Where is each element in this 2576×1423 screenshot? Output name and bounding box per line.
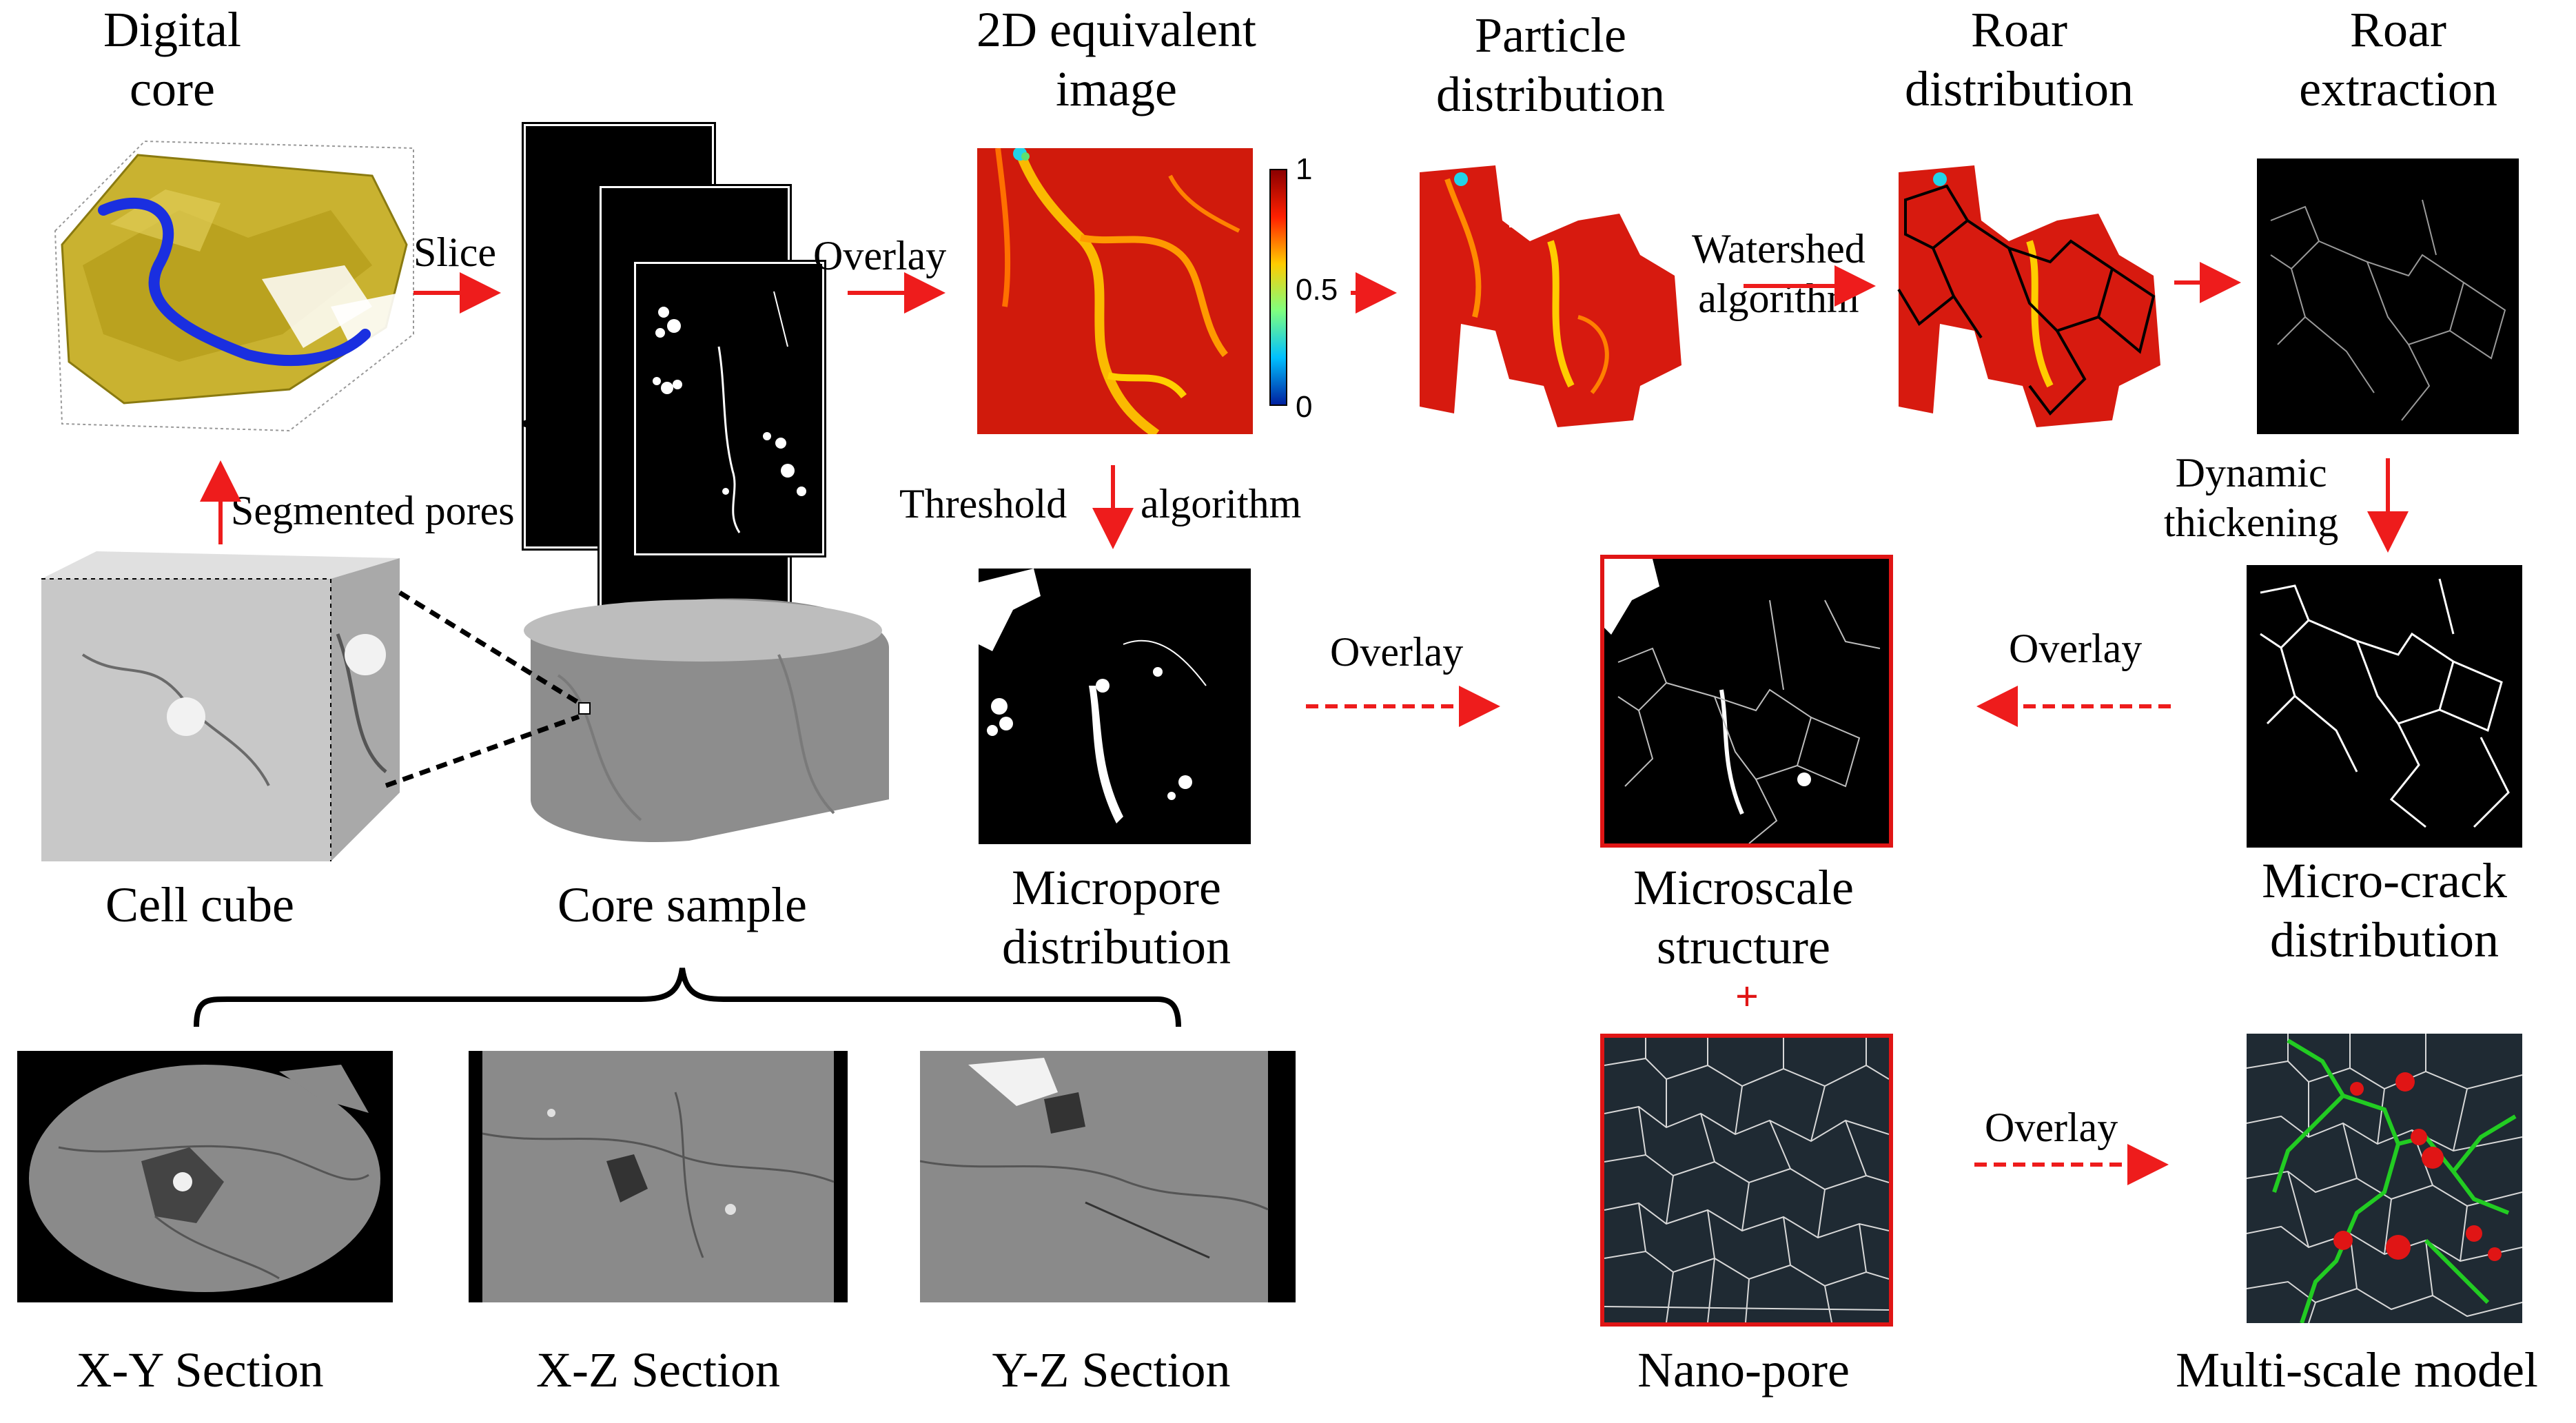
dynamic-thickening-label: Dynamic thickening (2164, 450, 2339, 545)
roar-extraction-image (2257, 158, 2519, 434)
yz-section-image (920, 1051, 1296, 1302)
cell-cube-render (41, 551, 400, 868)
nano-pore-image (1600, 1034, 1893, 1327)
overlay-arrow-label-4: Overlay (1985, 1105, 2118, 1150)
microcrack-distribution-image (2247, 565, 2522, 848)
colorbar (1269, 169, 1287, 406)
algorithm-arrow-label: algorithm (1141, 481, 1302, 526)
multiscale-model-label: Multi-scale model (2176, 1342, 2538, 1398)
core-sample-label: Core sample (558, 877, 807, 932)
equivalent-image-heatmap (977, 148, 1253, 434)
equivalent-image-label: 2D equivalent image (977, 2, 1256, 117)
microcrack-distribution-label: Micro-crack distribution (2262, 853, 2507, 968)
xz-section-image (469, 1051, 848, 1302)
colorbar-tick-max: 1 (1296, 152, 1313, 186)
slice-stack-front (634, 262, 824, 555)
watershed-arrow-label: Watershed algorithm (1692, 226, 1865, 321)
yz-section-label: Y-Z Section (992, 1342, 1231, 1398)
roar-distribution-image (1892, 158, 2167, 434)
nano-pore-label: Nano-pore (1637, 1342, 1850, 1398)
roar-distribution-label: Roar distribution (1904, 2, 2134, 117)
plus-sign: + (1735, 974, 1759, 1019)
colorbar-tick-mid: 0.5 (1296, 273, 1338, 307)
particle-distribution-label: Particle distribution (1435, 8, 1665, 123)
microscale-structure-label: Microscale structure (1633, 860, 1854, 975)
micropore-distribution-label: Micropore distribution (1001, 860, 1231, 975)
xy-section-label: X-Y Section (76, 1342, 324, 1398)
roar-extraction-label: Roar extraction (2299, 2, 2497, 117)
cell-cube-label: Cell cube (105, 877, 294, 932)
segmented-pores-label: Segmented pores (231, 488, 515, 533)
multiscale-model-image (2247, 1034, 2522, 1323)
micropore-distribution-image (979, 569, 1251, 844)
overlay-arrow-label-1: Overlay (813, 233, 947, 278)
xy-section-image (17, 1051, 393, 1302)
overlay-arrow-label-3: Overlay (2009, 626, 2143, 671)
slice-ellipsis: ... (520, 387, 553, 436)
core-sample-render (517, 593, 903, 854)
threshold-arrow-label: Threshold (899, 481, 1067, 526)
xz-section-label: X-Z Section (536, 1342, 780, 1398)
colorbar-tick-min: 0 (1296, 390, 1313, 424)
particle-distribution-image (1413, 158, 1688, 434)
overlay-arrow-label-2: Overlay (1330, 629, 1464, 675)
slice-arrow-label: Slice (413, 229, 496, 275)
digital-core-label: Digital core (103, 2, 241, 117)
microscale-structure-image (1600, 555, 1893, 848)
digital-core-render (41, 127, 427, 438)
